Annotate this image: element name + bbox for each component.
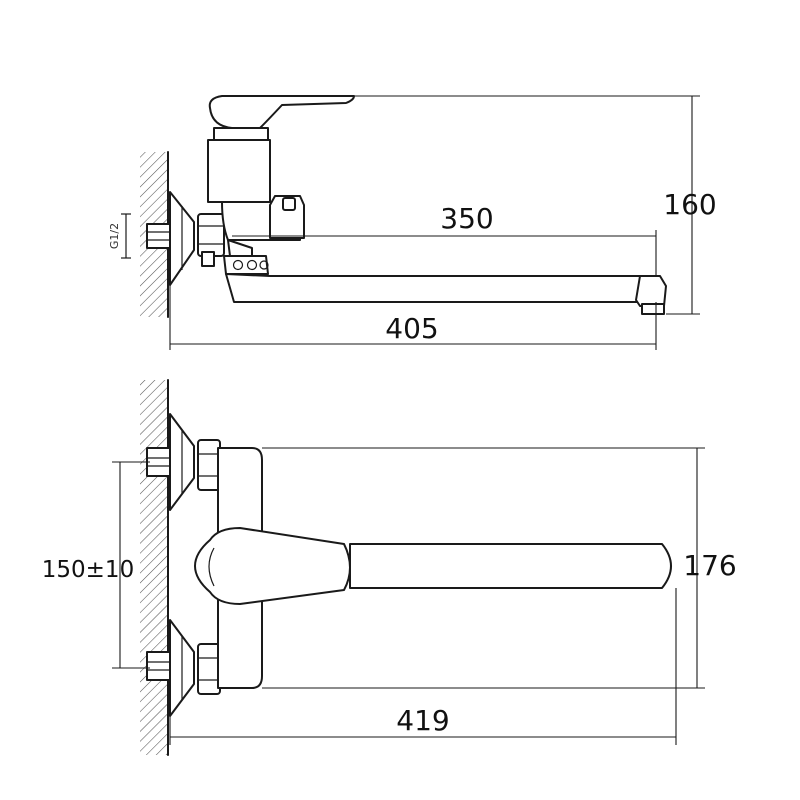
dim-spacing-value: 150±10 (42, 557, 134, 583)
top-lever-handle (194, 527, 351, 605)
top-view: 176 150±10 419 (42, 379, 737, 756)
side-mixer-body (207, 95, 667, 315)
thread-label: G1/2 (108, 223, 121, 249)
dim-width-value: 176 (683, 549, 736, 582)
dim-length-value: 405 (385, 312, 438, 345)
dim-spout-value: 350 (440, 202, 493, 235)
top-connector-lower (146, 619, 221, 717)
dim-total-value: 419 (396, 704, 449, 737)
dim-height-value: 160 (663, 188, 716, 221)
side-view: G1/2 160 (108, 95, 717, 350)
top-spout (349, 543, 672, 589)
top-wall-hatch (140, 380, 168, 755)
side-eccentric (146, 191, 225, 286)
